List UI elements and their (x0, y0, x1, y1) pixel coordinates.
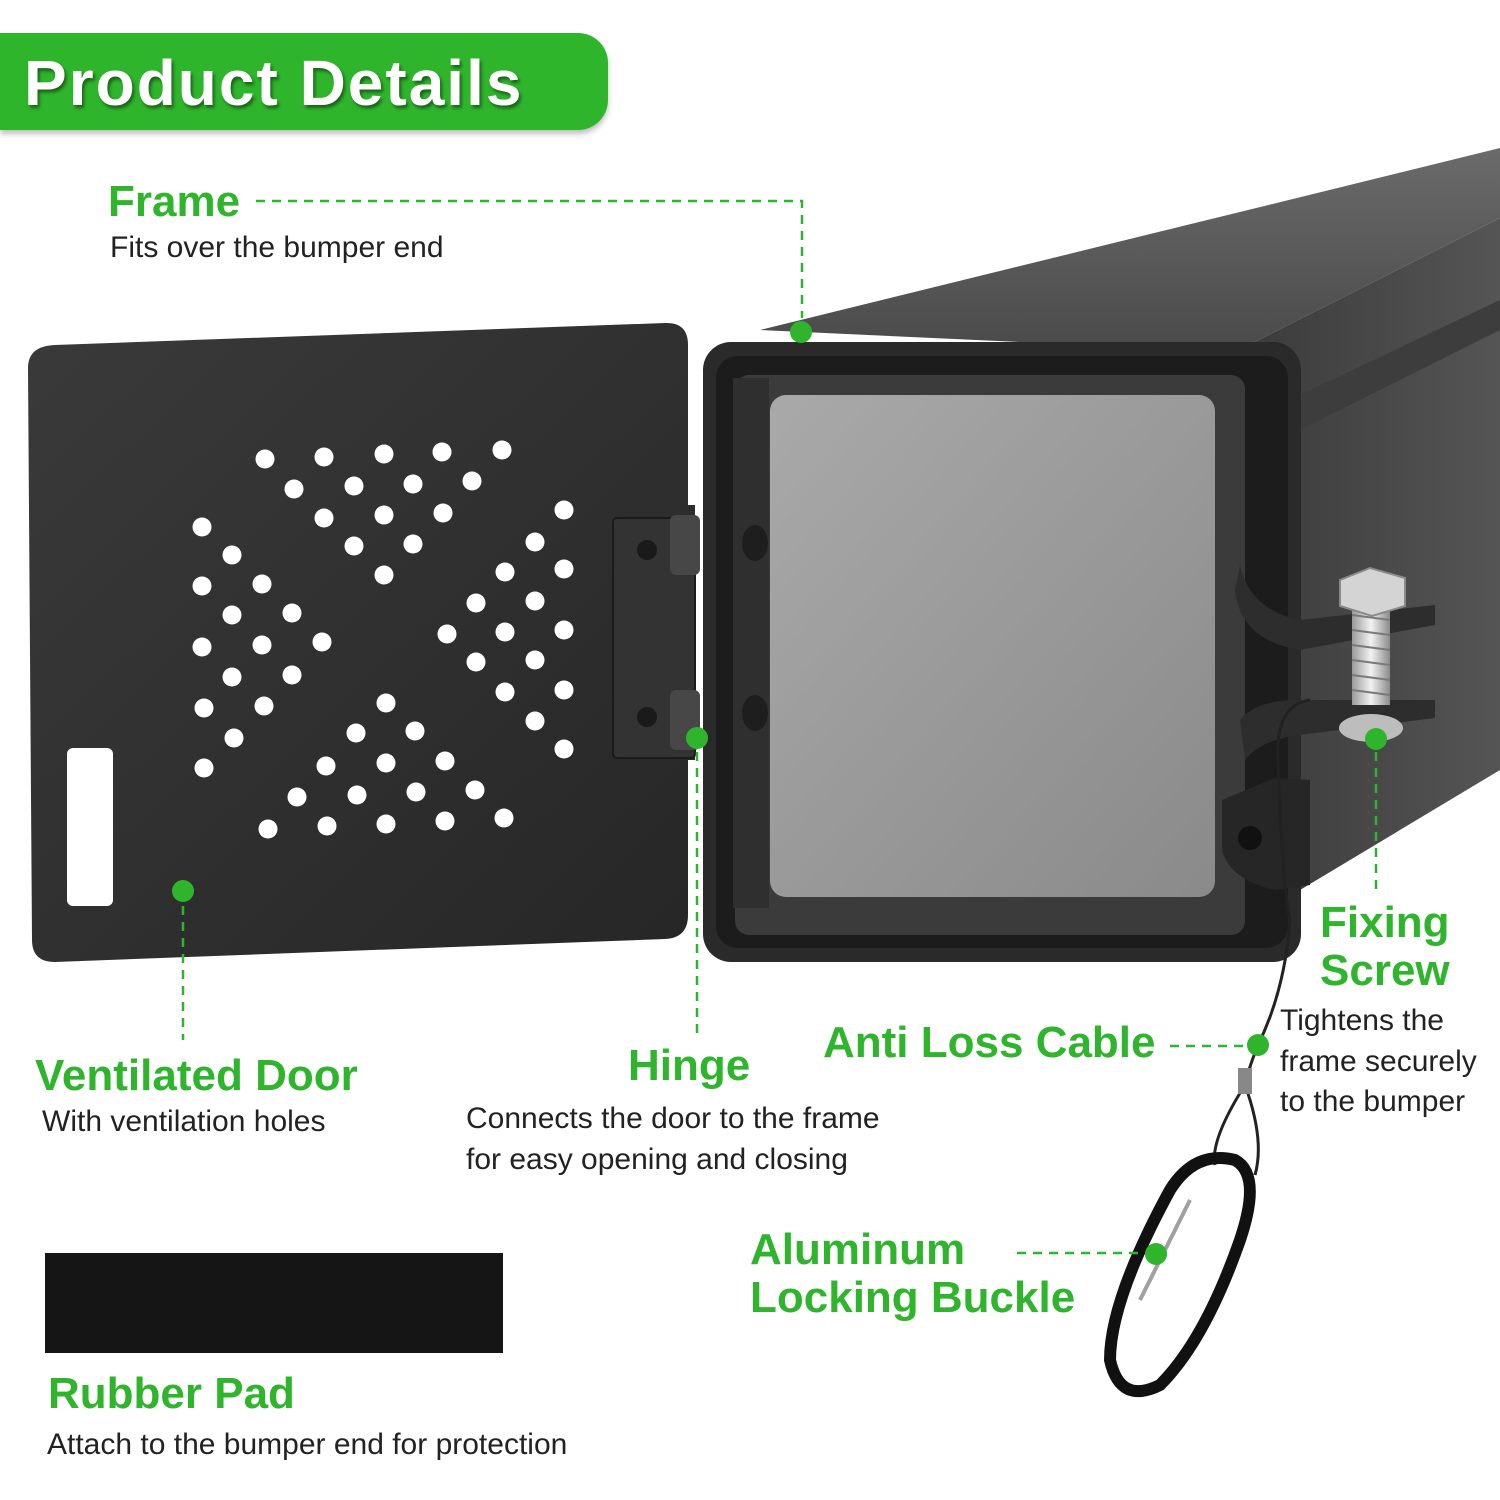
hinge-marker-dot (686, 727, 708, 749)
ventilation-hole (554, 739, 574, 759)
hinge-description: Connects the door to the frame for easy … (466, 1099, 880, 1180)
ventilation-hole (525, 532, 545, 552)
ventilation-hole (224, 728, 244, 748)
ventilation-hole (374, 565, 394, 585)
ventilation-hole (406, 782, 426, 802)
ventilation-hole (376, 814, 396, 834)
ventilation-hole (344, 476, 364, 496)
fixing-screw-description-line: frame securely (1280, 1044, 1477, 1078)
ventilation-hole (403, 474, 423, 494)
locking-buckle-part (1103, 1152, 1256, 1398)
ventilation-hole (312, 632, 332, 652)
ventilation-hole (495, 562, 515, 582)
door-marker-dot (172, 880, 194, 902)
ventilation-hole (255, 449, 275, 469)
fixing-screw-label: Fixing Screw (1320, 898, 1450, 996)
hinge-part (612, 515, 700, 759)
frame-description: Fits over the bumper end (110, 231, 444, 264)
ventilation-hole (314, 447, 334, 467)
ventilation-hole (194, 758, 214, 778)
ventilation-hole (222, 667, 242, 687)
ventilation-hole (374, 444, 394, 464)
ventilation-hole (435, 751, 455, 771)
hinge-description-line: for easy opening and closing (466, 1142, 848, 1176)
fixing-screw-part (1339, 566, 1406, 742)
ventilation-hole (282, 665, 302, 685)
ventilation-hole (252, 574, 272, 594)
rubber-pad-description: Attach to the bumper end for protection (47, 1428, 568, 1461)
ventilation-hole (344, 536, 364, 556)
ventilation-hole (282, 603, 302, 623)
ventilation-holes (192, 440, 574, 839)
ventilation-hole (192, 576, 212, 596)
locking-buckle-label: Aluminum Locking Buckle (750, 1225, 1076, 1323)
ventilation-hole (287, 787, 307, 807)
ventilation-hole (194, 698, 214, 718)
ventilation-hole (314, 508, 334, 528)
rubber-pad-label: Rubber Pad (48, 1369, 295, 1418)
ventilation-hole (376, 693, 396, 713)
screw-marker-dot (1365, 728, 1387, 750)
ventilation-hole (403, 534, 423, 554)
hinge-description-line: Connects the door to the frame (466, 1102, 880, 1135)
ventilation-hole (495, 682, 515, 702)
ventilation-hole (554, 559, 574, 579)
locking-buckle-label-line: Aluminum (750, 1225, 966, 1274)
ventilation-hole (433, 503, 453, 523)
cable-marker-dot (1247, 1034, 1269, 1056)
ventilation-hole (466, 652, 486, 672)
ventilation-hole (374, 505, 394, 525)
frame-leader-line (256, 199, 804, 318)
ventilation-hole (554, 500, 574, 520)
header-banner (0, 33, 608, 130)
rubber-pad-part (45, 1253, 503, 1353)
ventilation-hole (435, 811, 455, 831)
ventilation-hole (192, 637, 212, 657)
ventilation-hole (346, 723, 366, 743)
frame-label: Frame (108, 177, 241, 226)
ventilation-hole (192, 517, 212, 537)
ventilation-hole (525, 650, 545, 670)
ventilation-hole (492, 440, 512, 460)
ventilation-hole (462, 471, 482, 491)
ventilation-hole (258, 819, 278, 839)
ventilated-door-label: Ventilated Door (35, 1051, 358, 1100)
ventilated-door-description: With ventilation holes (42, 1105, 326, 1138)
ventilation-hole (405, 721, 425, 741)
ventilation-hole (432, 442, 452, 462)
ventilation-hole (466, 593, 486, 613)
buckle-marker-dot (1145, 1243, 1167, 1265)
ventilation-hole (376, 753, 396, 773)
ventilation-hole (494, 808, 514, 828)
ventilated-door-part (28, 322, 695, 962)
ventilation-hole (525, 591, 545, 611)
ventilation-hole (252, 635, 272, 655)
ventilation-hole (554, 620, 574, 640)
ventilation-hole (284, 479, 304, 499)
ventilation-hole (495, 622, 515, 642)
fixing-screw-label-line: Fixing (1320, 898, 1450, 947)
ventilation-hole (317, 816, 337, 836)
ventilation-hole (347, 785, 367, 805)
ventilation-hole (525, 711, 545, 731)
ventilation-hole (222, 545, 242, 565)
hinge-label: Hinge (628, 1041, 751, 1090)
ventilation-hole (554, 680, 574, 700)
frame-marker-dot (790, 321, 812, 343)
anti-loss-cable-label: Anti Loss Cable (823, 1018, 1156, 1067)
ventilation-hole (316, 756, 336, 776)
page-title: Product Details (24, 47, 524, 119)
fixing-screw-description-line: Tightens the (1280, 1004, 1444, 1037)
ventilation-hole (465, 780, 485, 800)
locking-buckle-label-line: Locking Buckle (750, 1273, 1076, 1323)
fixing-screw-label-line: Screw (1320, 946, 1450, 996)
frame-part (703, 342, 1435, 962)
ventilation-hole (222, 605, 242, 625)
fixing-screw-description: Tightens the frame securely to the bumpe… (1280, 1001, 1477, 1123)
ventilation-hole (437, 624, 457, 644)
fixing-screw-description-line: to the bumper (1280, 1085, 1466, 1118)
ventilation-hole (254, 696, 274, 716)
